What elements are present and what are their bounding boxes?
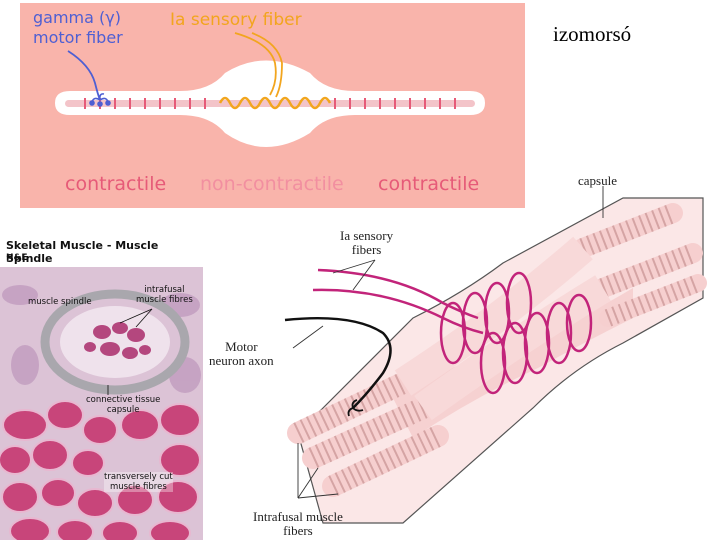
fiber-4 xyxy=(573,203,683,258)
striations-right xyxy=(334,98,456,109)
gamma-label: gamma (γ) motor fiber xyxy=(33,8,123,48)
label-ia-line2: fibers xyxy=(351,242,382,257)
fiber-2 xyxy=(302,397,434,469)
gamma-fiber-lead xyxy=(67,50,101,101)
zone-left-label: contractile xyxy=(65,173,167,195)
histology-stain: H&E xyxy=(6,253,28,263)
label-intrafusal-line1: intrafusal xyxy=(144,285,185,295)
spindle-schematic-graphic xyxy=(55,32,485,147)
ia-fiber-lead-2 xyxy=(251,32,283,98)
histology-title: Skeletal Muscle - Muscle Spindle xyxy=(6,239,159,265)
motor-axon xyxy=(284,316,392,409)
gamma-label-line2: motor fiber xyxy=(33,28,123,47)
transverse-fibres xyxy=(0,400,201,540)
label-motor-line2: neuron axon xyxy=(209,353,274,368)
ia-fiber-lead xyxy=(234,32,277,96)
muscle-spindle-illustration: capsule Ia sensory fibers Motor neuron a… xyxy=(203,168,720,540)
label-capsule: capsule xyxy=(578,173,617,188)
label-intrafusal-fibers-line1: Intrafusal muscle xyxy=(253,509,343,524)
histology-graphic xyxy=(0,235,203,540)
zone-right-label: contractile xyxy=(378,173,480,195)
annulospiral-coils xyxy=(439,271,593,395)
ia-label: Ia sensory fiber xyxy=(170,10,302,30)
ia-coil xyxy=(218,96,332,110)
label-intrafusal-fibres: intrafusal muscle fibres xyxy=(136,285,193,305)
label-transverse-line2: muscle fibres xyxy=(109,482,167,492)
histology-micrograph: Skeletal Muscle - Muscle Spindle H&E mus… xyxy=(0,235,203,540)
label-transverse-fibres: transversely cut muscle fibres xyxy=(104,472,173,492)
fiber-1 xyxy=(287,372,414,444)
fiber-5 xyxy=(593,243,703,298)
fiber-6 xyxy=(599,274,707,327)
label-transverse-line1: transversely cut xyxy=(104,472,173,482)
label-intrafusal-fibers-line2: fibers xyxy=(283,523,313,538)
label-intrafusal-line2: muscle fibres xyxy=(136,295,193,305)
label-motor-line1: Motor xyxy=(225,339,258,354)
motor-endplate xyxy=(347,399,364,417)
page-title: izomorsó xyxy=(553,22,632,46)
label-capsule-line1: connective tissue xyxy=(86,395,161,405)
label-connective-capsule: connective tissue capsule xyxy=(86,395,160,415)
label-motor-neuron-axon: Motor neuron axon xyxy=(209,340,274,368)
label-capsule-line2: capsule xyxy=(106,405,140,415)
gamma-label-line1: gamma (γ) xyxy=(33,8,121,27)
ia-sensory-fibers xyxy=(312,268,484,335)
label-ia-line1: Ia sensory xyxy=(340,228,394,243)
label-intrafusal-muscle-fibers: Intrafusal muscle fibers xyxy=(253,510,343,538)
intrafusal-cells xyxy=(84,322,151,359)
fiber-3 xyxy=(322,425,449,497)
gamma-endplates xyxy=(89,93,111,107)
zone-middle-label: non-contractile xyxy=(200,173,344,195)
label-muscle-spindle: muscle spindle xyxy=(28,297,92,307)
capsule-ring xyxy=(40,289,190,395)
striations-left xyxy=(84,98,206,109)
intrafusal-fibers xyxy=(287,203,707,497)
muscle-spindle-schematic: gamma (γ) motor fiber Ia sensory fiber c… xyxy=(20,3,525,208)
label-ia-sensory-fibers: Ia sensory fibers xyxy=(340,229,393,257)
anatomy-graphic xyxy=(284,186,707,524)
